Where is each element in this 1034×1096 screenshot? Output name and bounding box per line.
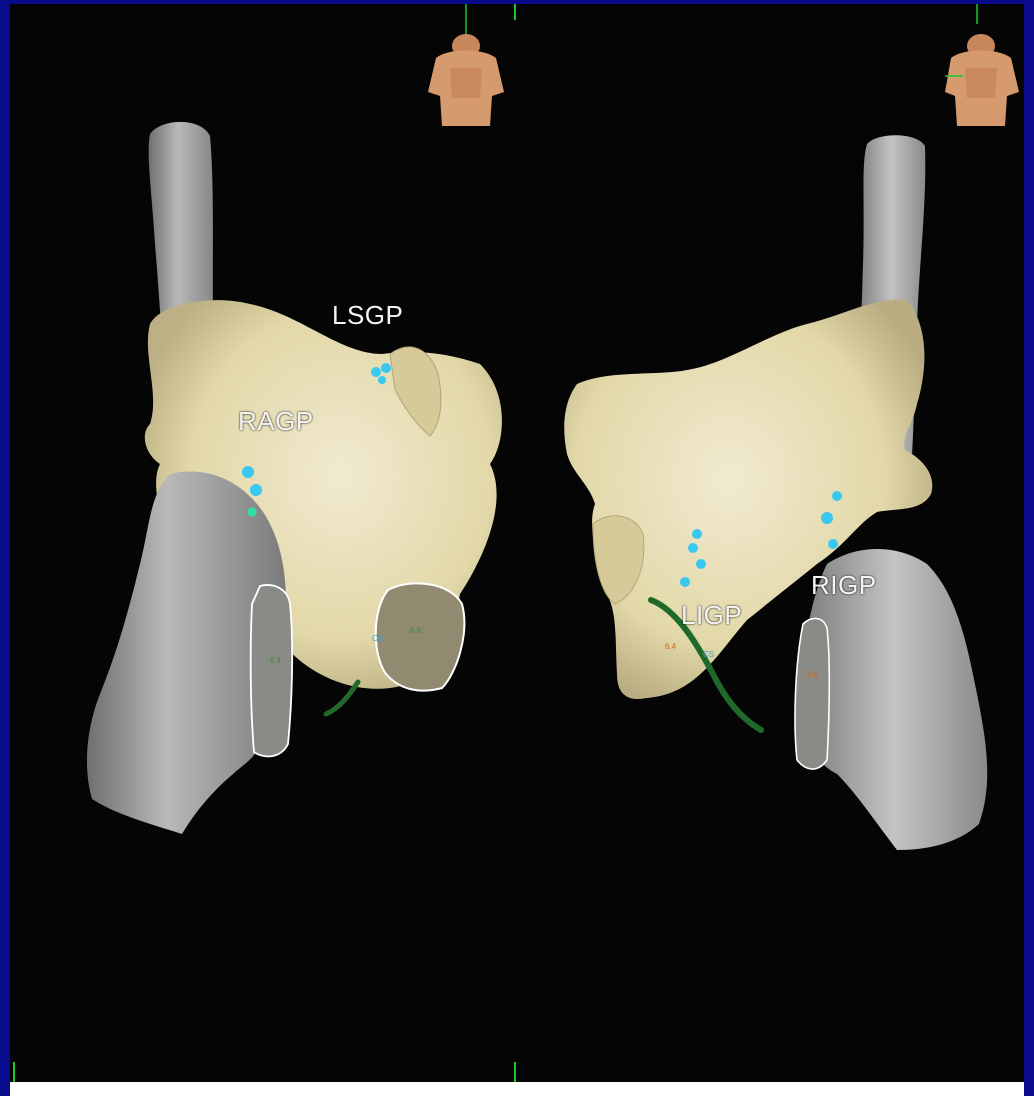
- right-anatomy-view[interactable]: LIGP RIGP CS 6.4 6.8: [517, 4, 1024, 1082]
- ragp-label: RAGP: [238, 406, 314, 437]
- pulmonary-vein-ostium: [376, 583, 465, 690]
- left-anatomy-view[interactable]: LSGP RAGP CS 6.8 6.4: [10, 4, 517, 1082]
- left-view-canvas: [10, 4, 517, 1082]
- cs-marker-label: CS: [372, 634, 383, 643]
- ablation-map-viewport[interactable]: LSGP RAGP CS 6.8 6.4: [10, 4, 1024, 1082]
- voltage-label: 6.8: [807, 670, 818, 679]
- torso-orientation-icon: [945, 34, 1019, 126]
- right-view-canvas: [517, 4, 1024, 1082]
- voltage-label: 6.4: [270, 656, 281, 665]
- lsgp-label: LSGP: [332, 300, 403, 331]
- cs-marker-label: CS: [703, 650, 714, 659]
- ligp-label: LIGP: [681, 600, 742, 631]
- coronary-sinus-catheter: [326, 682, 358, 714]
- ivc-ostium: [795, 618, 829, 769]
- voltage-label: 6.4: [665, 642, 676, 651]
- torso-orientation-icon: [428, 34, 504, 126]
- rigp-label: RIGP: [811, 570, 877, 601]
- bottom-strip: [10, 1082, 1024, 1096]
- ivc-ostium: [251, 585, 292, 756]
- voltage-label: 6.8: [410, 626, 421, 635]
